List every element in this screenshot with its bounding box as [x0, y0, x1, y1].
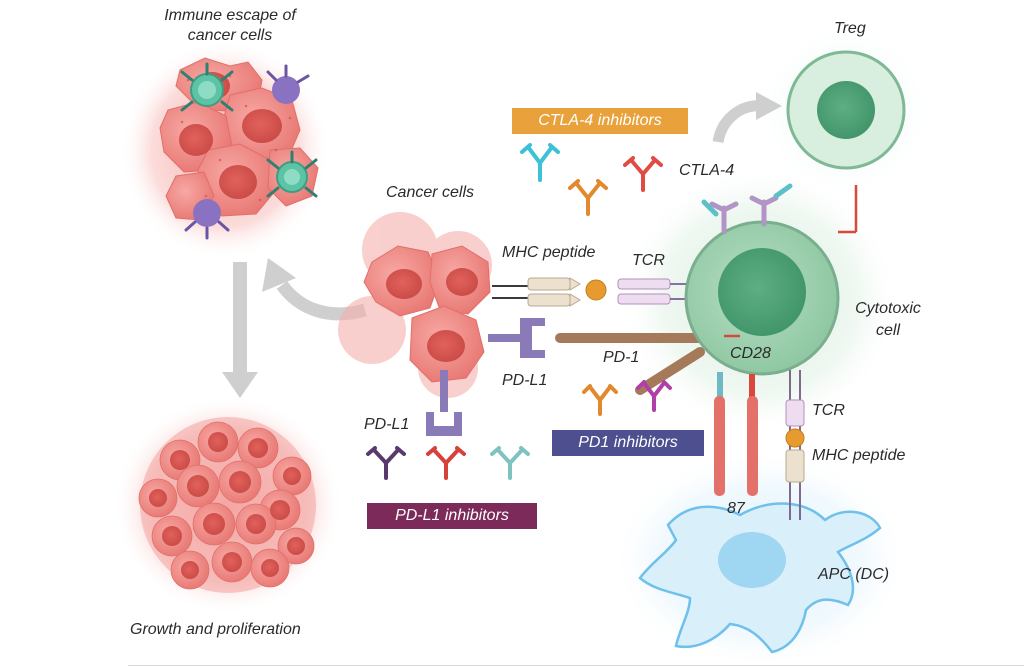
cancer-cells-label: Cancer cells	[386, 184, 475, 201]
cytotoxic-label: Cytotoxic cell	[848, 298, 928, 342]
pd1-antibodies	[582, 380, 672, 416]
cytotoxic-line1: Cytotoxic	[855, 300, 921, 317]
arrow-down-head	[222, 372, 258, 398]
immune-escape-line1: Immune escape of	[164, 7, 296, 24]
cytotoxic-line2: cell	[875, 322, 900, 339]
tcr-bottom-label: TCR	[812, 402, 845, 419]
pdl1-antibodies	[366, 446, 530, 480]
cd28-label: CD28	[730, 345, 771, 362]
mhc-peptide-top-label: MHC peptide	[502, 244, 596, 261]
pdl1-left-receptor	[426, 370, 462, 436]
pd1-antibody-bound	[635, 347, 705, 395]
treg-cell	[786, 50, 906, 234]
mhc-peptide-top	[492, 277, 607, 307]
apc-label: APC (DC)	[818, 566, 890, 583]
apc-cell	[638, 502, 882, 654]
growth-label: Growth and proliferation	[130, 621, 301, 638]
ctla4-inhibitors-box: CTLA-4 inhibitors	[512, 108, 688, 134]
arrow-to-escape-head	[262, 258, 296, 292]
pdl1-inhibitors-box: PD-L1 inhibitors	[367, 503, 537, 529]
tcr-top	[617, 278, 706, 305]
pdl1-right-label: PD-L1	[502, 372, 548, 389]
ctla4-label: CTLA-4	[679, 162, 735, 179]
pd1-inhibitors-box: PD1 inhibitors	[552, 430, 704, 456]
cancer-cells	[338, 212, 492, 398]
immune-escape-line2: cancer cells	[187, 27, 273, 44]
ctla4-antibodies	[520, 143, 663, 216]
growth-cluster	[138, 417, 316, 593]
treg-label: Treg	[834, 20, 866, 37]
pd1-label: PD-1	[603, 349, 640, 366]
immune-escape-label: Immune escape of cancer cells	[160, 6, 300, 46]
tcr-top-label: TCR	[632, 252, 665, 269]
pdl1-right-receptor	[488, 318, 545, 358]
immune-escape-cluster	[159, 57, 319, 240]
cytotoxic-t-cell	[684, 183, 840, 400]
mhc-peptide-bottom-label: MHC peptide	[812, 447, 906, 464]
b7-label: 87	[727, 500, 745, 517]
arrow-to-treg-head	[756, 92, 782, 120]
tcr-mhc-bottom	[785, 370, 805, 520]
arrow-to-treg	[712, 100, 763, 144]
b7-cd28-pair	[714, 396, 758, 496]
bottom-divider	[128, 665, 1024, 666]
pdl1-left-label: PD-L1	[364, 416, 410, 433]
